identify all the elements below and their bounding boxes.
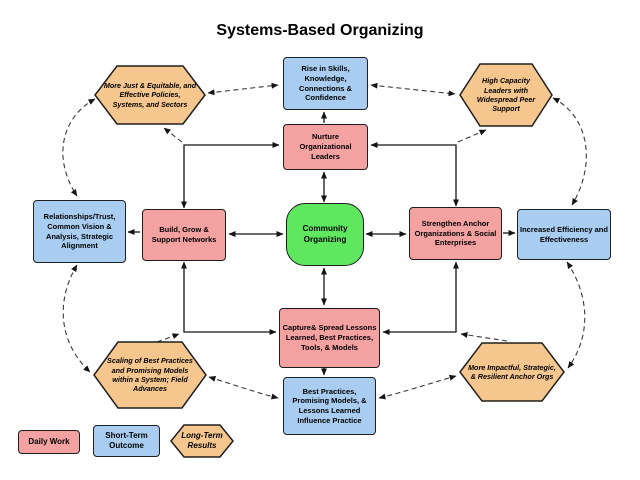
node-increased-efficiency: Increased Efficiency and Effectiveness [517,209,611,260]
edge-corner-morejust [163,127,183,143]
edge-increased-moreimpactful [566,261,586,369]
node-strengthen-anchor-organizations: Strengthen Anchor Organizations & Social… [409,207,502,260]
legend-long-term-hexagon [170,424,234,458]
edge-best-moreimpactful [378,374,457,400]
node-more-just-equitable: More Just & Equitable, and Effective Pol… [103,80,197,109]
node-best-practices-influence: Best Practices, Promising Models, & Less… [283,377,376,435]
node-scaling-best-practices: Scaling of Best Practices and Promising … [107,356,193,394]
node-rise-in-skills: Rise in Skills, Knowledge, Connections &… [283,57,368,110]
legend-long-term-results: Long-Term Results [181,430,223,450]
edge-strengthen-capture [382,261,459,335]
hexagon-scaling-best [93,341,207,409]
node-capture-spread-lessons: Capture& Spread Lessons Learned, Best Pr… [279,308,380,368]
edge-moreimpactful-corner [460,332,508,342]
node-more-impactful-anchor-orgs: More Impactful, Strategic, & Resilient A… [468,362,556,381]
edge-rise-highcapacity [370,82,456,97]
legend-daily-work: Daily Work [18,430,80,454]
node-high-capacity-leaders: High Capacity Leaders with Widespread Pe… [476,76,536,114]
edge-strengthen-nurture [370,142,459,207]
edge-corner-highcapacity [457,129,487,143]
diagram-title: Systems-Based Organizing [216,22,424,39]
node-relationships-trust: Relationships/Trust, Common Vision & Ana… [33,200,126,263]
edge-build-nurture [181,142,280,209]
edge-build-capture [181,261,277,335]
hexagon-high-capacity [459,63,553,127]
hexagon-more-impactful [459,342,565,402]
node-community-organizing: Community Organizing [286,203,364,266]
edge-highcapacity-increased [552,97,587,206]
edge-relationships-scaling [62,264,91,373]
node-nurture-organizational-leaders: Nurture Organizational Leaders [283,124,368,170]
node-build-grow-support-networks: Build, Grow & Support Networks [142,209,226,261]
legend-short-term-outcome: Short-Term Outcome [93,425,160,457]
edge-morejust-relationships [62,98,96,197]
edge-morejust-rise [207,82,279,96]
edge-scaling-corner [156,333,180,343]
hexagon-more-just [94,65,206,125]
edge-scaling-best [208,376,279,400]
